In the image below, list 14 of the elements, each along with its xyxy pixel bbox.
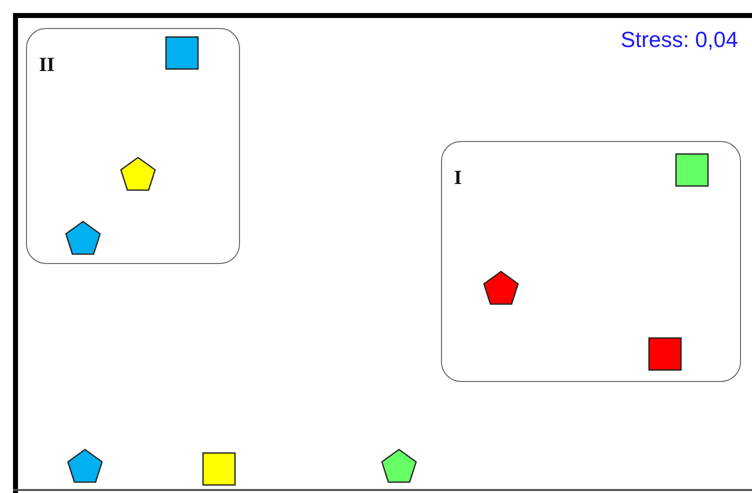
group-box [441, 141, 741, 382]
stress-value: Stress: 0,04 [620, 27, 738, 53]
pentagon-marker [64, 218, 102, 256]
pentagon-marker [66, 447, 104, 485]
pentagon-marker [118, 154, 156, 192]
group-label: I [454, 168, 462, 188]
square-marker [648, 336, 682, 370]
square-marker [164, 36, 198, 70]
pentagon-marker [482, 268, 520, 306]
square-marker [674, 152, 708, 186]
pentagon-marker [380, 447, 418, 485]
square-marker [202, 452, 236, 486]
group-label: II [39, 55, 55, 75]
group-box [26, 28, 240, 264]
